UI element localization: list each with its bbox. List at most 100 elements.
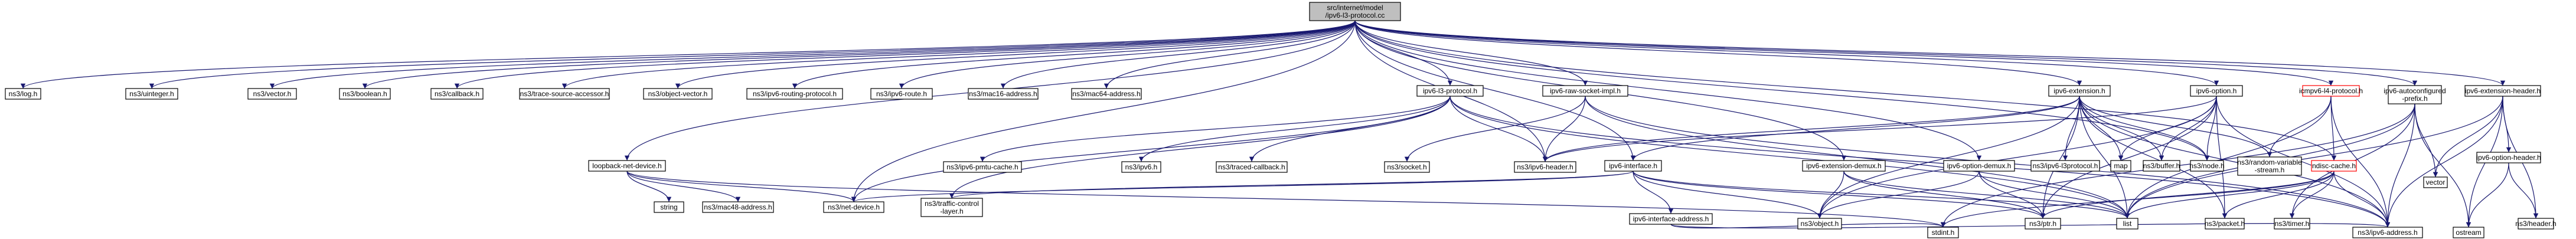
- node-ipv6-l3proto[interactable]: ns3/ipv6-l3protocol.h: [2030, 160, 2100, 172]
- node-ipv6-address[interactable]: ns3/ipv6-address.h: [2352, 227, 2423, 238]
- node-label: ns3/object-vector.h: [648, 90, 708, 98]
- node-ipv6-iface[interactable]: ipv6-interface.h: [1604, 160, 1662, 172]
- node-ipv6-iface-addr[interactable]: ipv6-interface-address.h: [1629, 213, 1713, 225]
- node-header[interactable]: ns3/header.h: [2515, 218, 2557, 230]
- node-traced-cb[interactable]: ns3/traced-callback.h: [1216, 161, 1288, 173]
- node-box: [2048, 85, 2111, 97]
- edge-ipv6_option-to-node: [2204, 96, 2217, 161]
- node-callback[interactable]: ns3/callback.h: [430, 88, 484, 100]
- node-box: [339, 88, 391, 100]
- node-vector[interactable]: ns3/vector.h: [247, 88, 297, 100]
- node-box: [2190, 85, 2243, 97]
- edge-root-to-object_vector: [675, 20, 1356, 89]
- node-root[interactable]: src/internet/model/ipv6-l3-protocol.cc: [1309, 2, 1401, 21]
- node-box: [2110, 160, 2131, 172]
- node-label: ipv6-option-header.h: [2476, 153, 2541, 162]
- edge-ipv6_ext_header-to-ipv6_address: [2385, 96, 2503, 228]
- node-timer[interactable]: ns3/timer.h: [2274, 218, 2310, 230]
- node-label: ns3/mac48-address.h: [704, 203, 772, 211]
- node-label: ndisc-cache.h: [2312, 162, 2356, 170]
- node-ipv6-routing[interactable]: ns3/ipv6-routing-protocol.h: [746, 88, 843, 100]
- node-label: loopback-net-device.h: [592, 162, 661, 170]
- node-icmpv6-l4[interactable]: icmpv6-l4-protocol.h: [2299, 85, 2363, 97]
- node-ptr[interactable]: ns3/ptr.h: [2025, 218, 2061, 230]
- node-loopback[interactable]: loopback-net-device.h: [588, 160, 666, 172]
- node-trace-source[interactable]: ns3/trace-source-accessor.h: [519, 88, 610, 100]
- node-label: ns3/traffic-control: [925, 199, 979, 208]
- node-object[interactable]: ns3/object.h: [1797, 218, 1842, 230]
- node-label: ipv6-option.h: [2196, 87, 2237, 95]
- node-socket[interactable]: ns3/socket.h: [1384, 161, 1430, 173]
- node-ipv6-ext-header[interactable]: ipv6-extension-header.h: [2464, 85, 2541, 97]
- node-log[interactable]: ns3/log.h: [5, 88, 41, 100]
- node-label: ns3/ipv6-l3protocol.h: [2033, 162, 2098, 170]
- node-mac64[interactable]: ns3/mac64-address.h: [1071, 88, 1142, 100]
- node-label: ostream: [2456, 228, 2481, 237]
- node-box: [2025, 218, 2061, 230]
- node-packet[interactable]: ns3/packet.h: [2205, 218, 2245, 230]
- node-string[interactable]: string: [654, 201, 684, 213]
- node-box: [1216, 161, 1288, 173]
- node-box: [654, 201, 684, 213]
- node-box: [2030, 160, 2100, 172]
- node-traffic-ctrl[interactable]: ns3/traffic-control-layer.h: [920, 198, 983, 217]
- node-net-device[interactable]: ns3/net-device.h: [823, 201, 884, 213]
- node-map[interactable]: map: [2110, 160, 2131, 172]
- edge-root-to-vector: [270, 20, 1356, 89]
- node-box: [1071, 88, 1142, 100]
- node-label: ns3/ipv6.h: [1125, 163, 1158, 171]
- edge-ndisc-to-ptr: [2040, 171, 2335, 219]
- edge-root-to-log: [21, 20, 1356, 89]
- node-pmtu[interactable]: ns3/ipv6-pmtu-cache.h: [943, 161, 1022, 173]
- node-box: [2423, 176, 2448, 188]
- node-mac16[interactable]: ns3/mac16-address.h: [968, 88, 1039, 100]
- node-label: ns3/log.h: [9, 90, 38, 98]
- node-label: ipv6-interface-address.h: [1633, 215, 1709, 223]
- node-ipv6-opt-header[interactable]: ipv6-option-header.h: [2476, 152, 2541, 163]
- node-label: ns3/ipv6-routing-protocol.h: [753, 90, 837, 98]
- edge-ndisc-to-packet: [2222, 171, 2335, 219]
- node-object-vector[interactable]: ns3/object-vector.h: [643, 88, 713, 100]
- node-ipv6-route[interactable]: ns3/ipv6-route.h: [870, 88, 933, 100]
- edge-ipv6_option-to-ptr: [2040, 96, 2217, 219]
- edge-root-to-ipv6_option: [1354, 20, 2219, 86]
- edge-root-to-mac64: [1103, 20, 1356, 89]
- node-ipv6-option[interactable]: ipv6-option.h: [2190, 85, 2243, 97]
- node-vector-std[interactable]: vector: [2423, 176, 2448, 188]
- node-box: [2476, 152, 2541, 163]
- node-uinteger[interactable]: ns3/uinteger.h: [125, 88, 178, 100]
- edge-ipv6_option-to-ipv6_header: [1542, 96, 2217, 162]
- node-box: [1384, 161, 1430, 173]
- node-box: [2205, 218, 2245, 230]
- edge-root-to-ipv6_l3_h: [1354, 20, 1453, 86]
- node-ipv6-autoconf[interactable]: ipv6-autoconfigured-prefix.h: [2384, 85, 2446, 104]
- node-ipv6-l3-h[interactable]: ipv6-l3-protocol.h: [1416, 85, 1484, 97]
- node-ipv6-ext-demux[interactable]: ipv6-extension-demux.h: [1802, 160, 1886, 172]
- node-list[interactable]: list: [2116, 218, 2138, 230]
- node-box: [1629, 213, 1713, 225]
- node-ipv6-opt-demux[interactable]: ipv6-option-demux.h: [1943, 160, 2015, 172]
- node-label: ipv6-extension-demux.h: [1806, 162, 1881, 170]
- node-label: ipv6-raw-socket-impl.h: [1550, 87, 1621, 95]
- node-ndisc[interactable]: ndisc-cache.h: [2311, 160, 2357, 172]
- edge-ipv6_iface-to-list: [1633, 171, 2130, 219]
- edge-ipv6_l3_h-to-net_device: [851, 96, 1451, 202]
- node-box: [2143, 160, 2180, 172]
- node-ipv6-header[interactable]: ns3/ipv6-header.h: [1514, 161, 1576, 173]
- node-buffer[interactable]: ns3/buffer.h: [2143, 160, 2180, 172]
- node-box: [968, 88, 1039, 100]
- node-random-var[interactable]: ns3/random-variable-stream.h: [2237, 156, 2302, 176]
- node-label: ipv6-interface.h: [1609, 162, 1657, 170]
- node-ipv6-raw[interactable]: ipv6-raw-socket-impl.h: [1542, 85, 1628, 97]
- node-ipv6[interactable]: ns3/ipv6.h: [1121, 161, 1161, 173]
- node-mac48[interactable]: ns3/mac48-address.h: [702, 201, 774, 213]
- node-box: [1542, 85, 1628, 97]
- node-box: [1797, 218, 1842, 230]
- edge-ndisc-to-stdint: [1940, 171, 2335, 228]
- node-node[interactable]: ns3/node.h: [2189, 160, 2225, 172]
- node-ostream[interactable]: ostream: [2453, 227, 2484, 238]
- node-boolean[interactable]: ns3/boolean.h: [339, 88, 391, 100]
- node-box: [2116, 218, 2138, 230]
- node-ipv6-ext[interactable]: ipv6-extension.h: [2048, 85, 2111, 97]
- node-stdint[interactable]: stdint.h: [1927, 227, 1959, 238]
